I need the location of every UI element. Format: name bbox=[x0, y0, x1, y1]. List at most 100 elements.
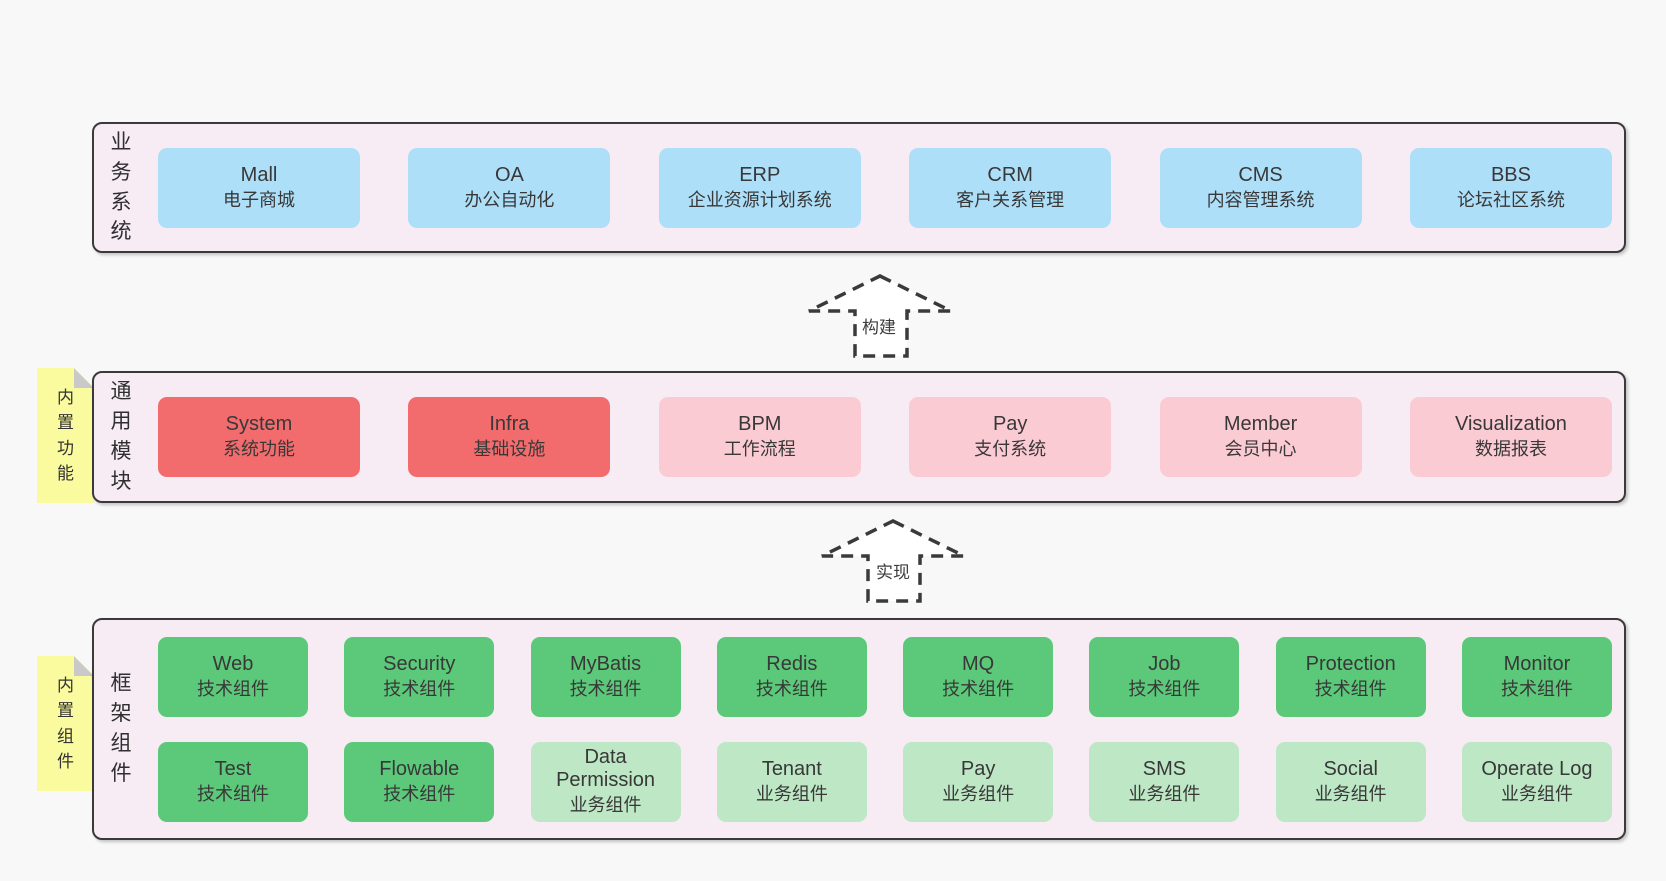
box-title: System bbox=[225, 413, 293, 436]
band-label-business-systems: 业务系统 bbox=[110, 130, 132, 244]
sticky-note-builtin-components: 内置组件 bbox=[37, 656, 94, 791]
box-system: System 系统功能 bbox=[158, 397, 360, 477]
box-subtitle: 业务组件 bbox=[1500, 783, 1573, 804]
band-business-systems: 业务系统 Mall 电子商城 OA 办公自动化 ERP 企业资源计划系统 CRM… bbox=[92, 122, 1626, 253]
box-subtitle: 技术组件 bbox=[755, 678, 828, 699]
box-subtitle: 内容管理系统 bbox=[1206, 189, 1315, 210]
common-modules-row: System 系统功能 Infra 基础设施 BPM 工作流程 Pay 支付系统… bbox=[158, 397, 1612, 477]
box-title: Job bbox=[1148, 652, 1181, 675]
box-pay-system: Pay 支付系统 bbox=[909, 397, 1112, 477]
box-protection: Protection 技术组件 bbox=[1275, 636, 1426, 717]
box-mybatis: MyBatis 技术组件 bbox=[530, 636, 681, 717]
box-subtitle: 客户关系管理 bbox=[956, 189, 1065, 210]
box-mq: MQ 技术组件 bbox=[903, 636, 1054, 717]
box-flowable: Flowable 技术组件 bbox=[344, 741, 495, 822]
box-pay-component: Pay 业务组件 bbox=[903, 741, 1054, 822]
box-title: Flowable bbox=[379, 757, 460, 780]
box-operate-log: Operate Log 业务组件 bbox=[1461, 741, 1612, 822]
folded-corner-icon bbox=[74, 368, 94, 388]
box-monitor: Monitor 技术组件 bbox=[1461, 636, 1612, 717]
box-web: Web 技术组件 bbox=[158, 636, 308, 717]
box-subtitle: 技术组件 bbox=[1128, 678, 1201, 699]
box-title: ERP bbox=[739, 163, 781, 186]
box-subtitle: 办公自动化 bbox=[464, 189, 555, 210]
box-job: Job 技术组件 bbox=[1089, 636, 1240, 717]
box-title: Visualization bbox=[1454, 413, 1567, 436]
box-subtitle: 基础设施 bbox=[473, 439, 546, 460]
box-subtitle: 技术组件 bbox=[1314, 678, 1387, 699]
band-framework-components: 框架组件 Web 技术组件 Security 技术组件 MyBatis 技术组件… bbox=[92, 618, 1626, 840]
box-title: Pay bbox=[992, 413, 1028, 436]
box-subtitle: 系统功能 bbox=[223, 439, 295, 460]
box-title: SMS bbox=[1142, 757, 1187, 780]
box-title: Protection bbox=[1305, 652, 1396, 675]
box-subtitle: 技术组件 bbox=[942, 678, 1015, 699]
box-subtitle: 业务组件 bbox=[1314, 783, 1387, 804]
box-title: BPM bbox=[738, 413, 782, 436]
box-title: OA bbox=[494, 163, 524, 186]
box-title: CRM bbox=[987, 163, 1033, 186]
box-subtitle: 业务组件 bbox=[1128, 783, 1201, 804]
box-title: Monitor bbox=[1503, 652, 1571, 675]
components-row-2: Test 技术组件 Flowable 技术组件 Data Permission … bbox=[158, 741, 1612, 822]
box-tenant: Tenant 业务组件 bbox=[716, 741, 867, 822]
box-subtitle: 工作流程 bbox=[723, 439, 796, 460]
box-crm: CRM 客户关系管理 bbox=[909, 147, 1112, 228]
box-title: Web bbox=[212, 652, 254, 675]
box-security: Security 技术组件 bbox=[344, 636, 495, 717]
box-subtitle: 数据报表 bbox=[1474, 439, 1547, 460]
box-visualization: Visualization 数据报表 bbox=[1409, 397, 1612, 477]
band-label-framework-components: 框架组件 bbox=[110, 672, 132, 785]
box-subtitle: 技术组件 bbox=[569, 678, 642, 699]
arrow-implement-label: 实现 bbox=[873, 557, 913, 584]
box-mall: Mall 电子商城 bbox=[158, 147, 360, 228]
sticky-note-builtin-features: 内置功能 bbox=[37, 368, 94, 503]
box-data-permission: Data Permission 业务组件 bbox=[530, 741, 681, 822]
box-subtitle: 技术组件 bbox=[1500, 678, 1573, 699]
box-subtitle: 技术组件 bbox=[197, 783, 269, 804]
box-subtitle: 业务组件 bbox=[942, 783, 1015, 804]
box-subtitle: 业务组件 bbox=[569, 795, 642, 816]
sticky-note-label: 内置功能 bbox=[57, 387, 74, 483]
box-subtitle: 支付系统 bbox=[974, 439, 1047, 460]
box-oa: OA 办公自动化 bbox=[408, 147, 611, 228]
box-subtitle: 论坛社区系统 bbox=[1456, 189, 1565, 210]
box-bpm: BPM 工作流程 bbox=[658, 397, 861, 477]
box-title: Data Permission bbox=[556, 746, 656, 791]
framework-components-rows: Web 技术组件 Security 技术组件 MyBatis 技术组件 Redi… bbox=[158, 636, 1612, 822]
band-common-modules: 通用模块 System 系统功能 Infra 基础设施 BPM 工作流程 Pay… bbox=[92, 371, 1626, 503]
box-title: MyBatis bbox=[570, 652, 642, 675]
box-test: Test 技术组件 bbox=[158, 741, 308, 822]
box-title: Infra bbox=[489, 413, 530, 436]
box-cms: CMS 内容管理系统 bbox=[1159, 147, 1362, 228]
box-social: Social 业务组件 bbox=[1275, 741, 1426, 822]
box-sms: SMS 业务组件 bbox=[1089, 741, 1240, 822]
band-label-common-modules: 通用模块 bbox=[110, 380, 132, 493]
box-title: Social bbox=[1323, 757, 1378, 780]
box-title: MQ bbox=[962, 652, 995, 675]
box-subtitle: 技术组件 bbox=[197, 678, 269, 699]
box-title: BBS bbox=[1490, 163, 1531, 186]
components-row-1: Web 技术组件 Security 技术组件 MyBatis 技术组件 Redi… bbox=[158, 636, 1612, 717]
box-infra: Infra 基础设施 bbox=[408, 397, 611, 477]
box-title: Pay bbox=[960, 757, 996, 780]
box-bbs: BBS 论坛社区系统 bbox=[1409, 147, 1612, 228]
box-title: Test bbox=[214, 757, 252, 780]
box-title: CMS bbox=[1238, 163, 1283, 186]
box-redis: Redis 技术组件 bbox=[716, 636, 867, 717]
box-subtitle: 技术组件 bbox=[383, 783, 456, 804]
box-title: Member bbox=[1223, 413, 1298, 436]
arrow-build-label: 构建 bbox=[859, 312, 899, 339]
box-title: Redis bbox=[766, 652, 818, 675]
box-erp: ERP 企业资源计划系统 bbox=[658, 147, 861, 228]
box-subtitle: 电子商城 bbox=[223, 189, 295, 210]
box-subtitle: 会员中心 bbox=[1224, 439, 1297, 460]
box-title: Tenant bbox=[761, 757, 822, 780]
box-subtitle: 技术组件 bbox=[383, 678, 456, 699]
box-member: Member 会员中心 bbox=[1159, 397, 1362, 477]
box-subtitle: 企业资源计划系统 bbox=[687, 189, 832, 210]
sticky-note-label: 内置组件 bbox=[57, 675, 74, 771]
box-subtitle: 业务组件 bbox=[755, 783, 828, 804]
box-title: Security bbox=[383, 652, 456, 675]
folded-corner-icon bbox=[74, 656, 94, 676]
